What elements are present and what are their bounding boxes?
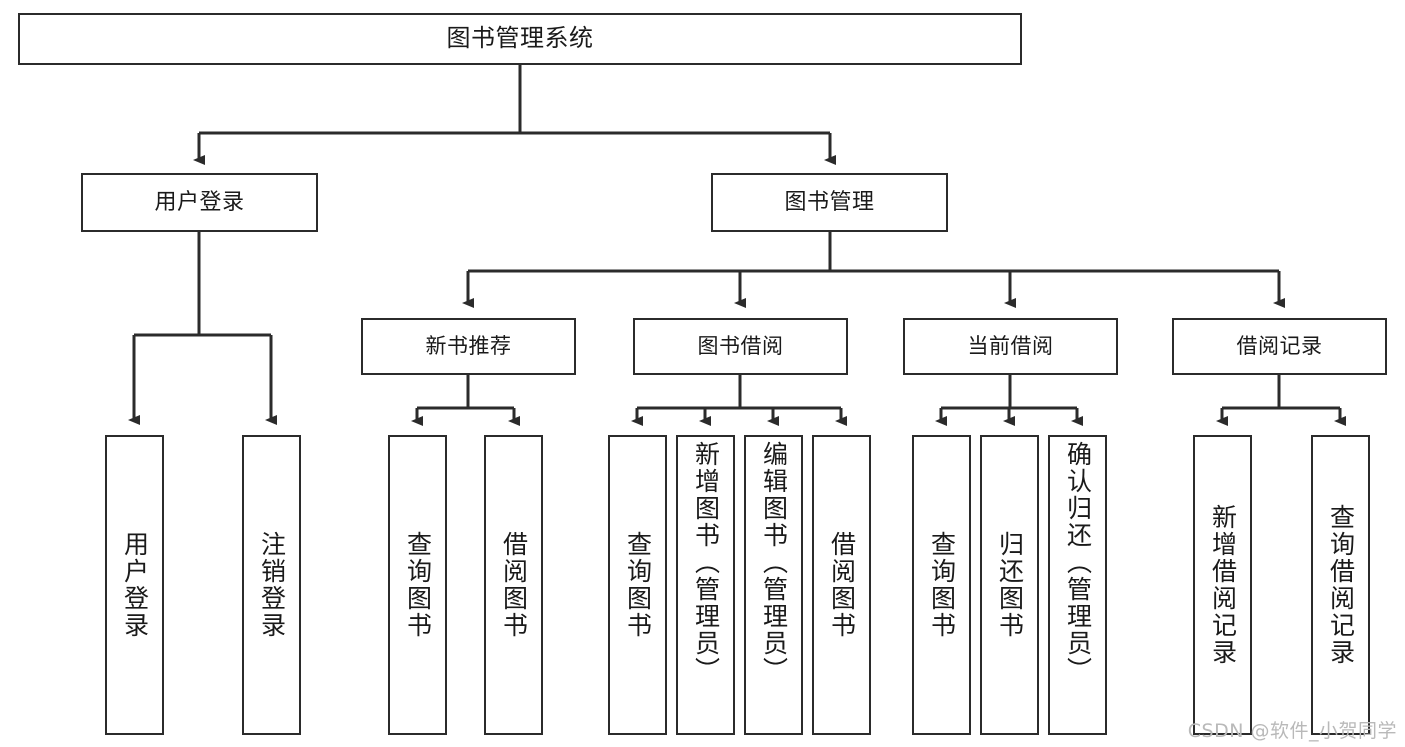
- leaf-query-book-borrow[interactable]: 查询图书: [608, 435, 667, 735]
- leaf-add-book-admin[interactable]: 新增图书（管理员）: [676, 435, 735, 735]
- node-label: 查询图书: [623, 531, 653, 639]
- node-new-book-recommend[interactable]: 新书推荐: [361, 318, 576, 375]
- node-label: 用户登录: [120, 531, 150, 639]
- leaf-user-login[interactable]: 用户登录: [105, 435, 164, 735]
- node-label: 编辑图书（管理员）: [759, 441, 789, 684]
- watermark-text: CSDN @软件_小贺同学: [1187, 720, 1397, 742]
- leaf-query-book-recommend[interactable]: 查询图书: [388, 435, 447, 735]
- leaf-query-book-current[interactable]: 查询图书: [912, 435, 971, 735]
- node-label: 借阅图书: [827, 531, 857, 639]
- node-book-borrow[interactable]: 图书借阅: [633, 318, 848, 375]
- node-label: 确认归还（管理员）: [1063, 441, 1093, 684]
- node-label: 图书管理: [784, 189, 875, 215]
- node-label: 新书推荐: [425, 334, 512, 359]
- leaf-confirm-return-admin[interactable]: 确认归还（管理员）: [1048, 435, 1107, 735]
- node-label: 注销登录: [257, 531, 287, 639]
- node-label: 用户登录: [154, 189, 245, 215]
- node-book-management[interactable]: 图书管理: [711, 173, 948, 232]
- node-label: 图书借阅: [697, 334, 784, 359]
- node-borrow-record[interactable]: 借阅记录: [1172, 318, 1387, 375]
- node-label: 图书管理系统: [446, 24, 594, 53]
- leaf-borrow-book-recommend[interactable]: 借阅图书: [484, 435, 543, 735]
- leaf-logout-login[interactable]: 注销登录: [242, 435, 301, 735]
- node-current-borrow[interactable]: 当前借阅: [903, 318, 1118, 375]
- node-user-login[interactable]: 用户登录: [81, 173, 318, 232]
- node-label: 借阅图书: [499, 531, 529, 639]
- node-label: 查询图书: [927, 531, 957, 639]
- node-label: 新增图书（管理员）: [691, 441, 721, 684]
- node-label: 归还图书: [995, 531, 1025, 639]
- leaf-return-book[interactable]: 归还图书: [980, 435, 1039, 735]
- leaf-query-borrow-record[interactable]: 查询借阅记录: [1311, 435, 1370, 735]
- node-label: 查询图书: [403, 531, 433, 639]
- node-label: 借阅记录: [1236, 334, 1323, 359]
- leaf-borrow-book[interactable]: 借阅图书: [812, 435, 871, 735]
- node-label: 查询借阅记录: [1326, 504, 1356, 666]
- leaf-edit-book-admin[interactable]: 编辑图书（管理员）: [744, 435, 803, 735]
- leaf-add-borrow-record[interactable]: 新增借阅记录: [1193, 435, 1252, 735]
- node-label: 新增借阅记录: [1208, 504, 1238, 666]
- node-root-system[interactable]: 图书管理系统: [18, 13, 1022, 65]
- node-label: 当前借阅: [967, 334, 1054, 359]
